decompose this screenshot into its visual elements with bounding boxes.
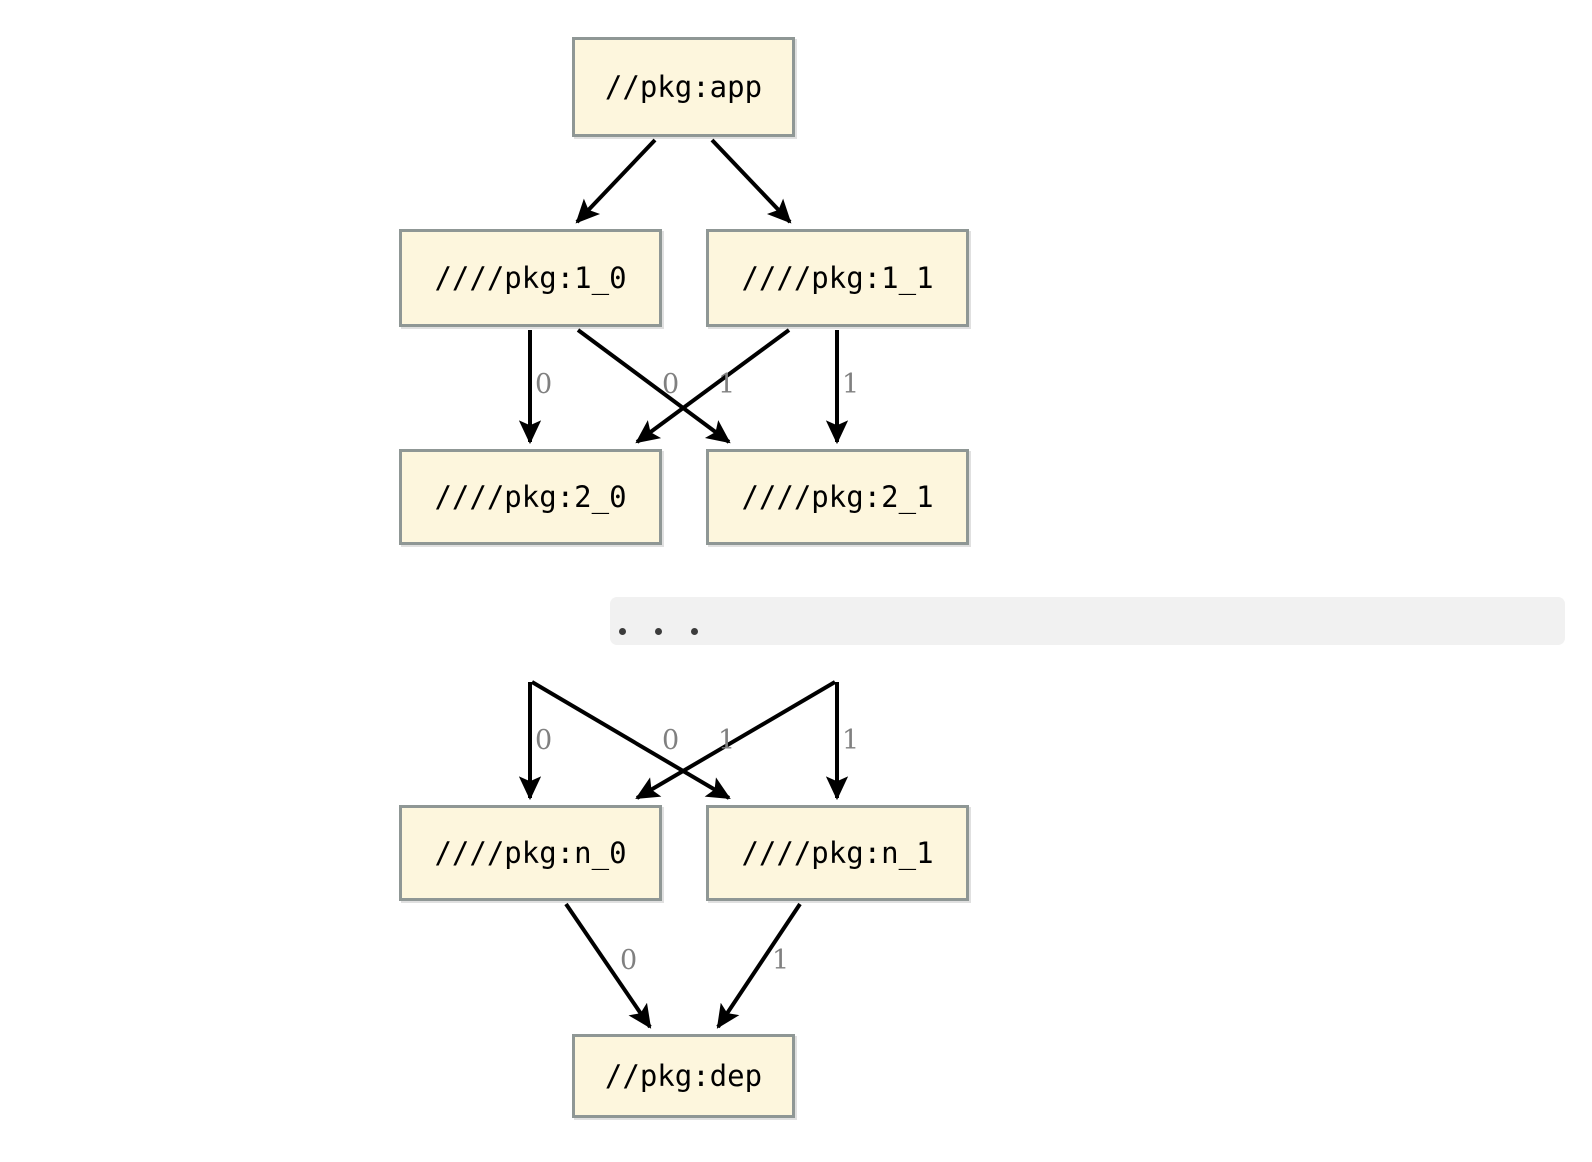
node-pkg-2-1[interactable]: ////pkg:2_1 <box>706 449 969 545</box>
node-pkg-2-0[interactable]: ////pkg:2_0 <box>399 449 662 545</box>
graph-edge <box>635 328 791 444</box>
edge-label: 0 <box>535 369 553 400</box>
edge-label: 1 <box>718 725 736 756</box>
node-dep[interactable]: //pkg:dep <box>572 1034 795 1118</box>
edge-label: 1 <box>842 369 860 400</box>
graph-edge <box>716 902 802 1029</box>
node-label: ////pkg:2_1 <box>741 480 934 514</box>
node-label: ////pkg:2_0 <box>434 480 627 514</box>
node-label: //pkg:app <box>604 70 763 104</box>
node-label: ////pkg:n_1 <box>741 836 934 870</box>
edge-label: 0 <box>662 369 680 400</box>
ellipsis-dots <box>619 628 698 635</box>
node-pkg-1-1[interactable]: ////pkg:1_1 <box>706 229 969 327</box>
edge-label: 1 <box>718 369 736 400</box>
graph-edge <box>530 680 731 800</box>
graph-edge <box>564 902 652 1029</box>
node-label: ////pkg:1_0 <box>434 261 627 295</box>
node-label: ////pkg:1_1 <box>741 261 934 295</box>
graph-edge <box>635 680 837 800</box>
ellipsis-separator-band <box>610 597 1565 645</box>
edge-label: 0 <box>535 725 553 756</box>
graph-edge <box>575 138 657 224</box>
ellipsis-dot-icon <box>691 628 698 635</box>
node-pkg-n-1[interactable]: ////pkg:n_1 <box>706 805 969 901</box>
edge-label: 1 <box>842 725 860 756</box>
graph-edge <box>710 138 792 224</box>
edge-label: 0 <box>662 725 680 756</box>
node-label: //pkg:dep <box>604 1059 763 1093</box>
edge-label: 0 <box>620 945 638 976</box>
node-pkg-n-0[interactable]: ////pkg:n_0 <box>399 805 662 901</box>
ellipsis-dot-icon <box>655 628 662 635</box>
node-label: ////pkg:n_0 <box>434 836 627 870</box>
edge-label: 1 <box>772 945 790 976</box>
node-app[interactable]: //pkg:app <box>572 37 795 137</box>
ellipsis-dot-icon <box>619 628 626 635</box>
edges-group <box>518 138 849 1029</box>
graph-edge <box>576 328 731 444</box>
node-pkg-1-0[interactable]: ////pkg:1_0 <box>399 229 662 327</box>
